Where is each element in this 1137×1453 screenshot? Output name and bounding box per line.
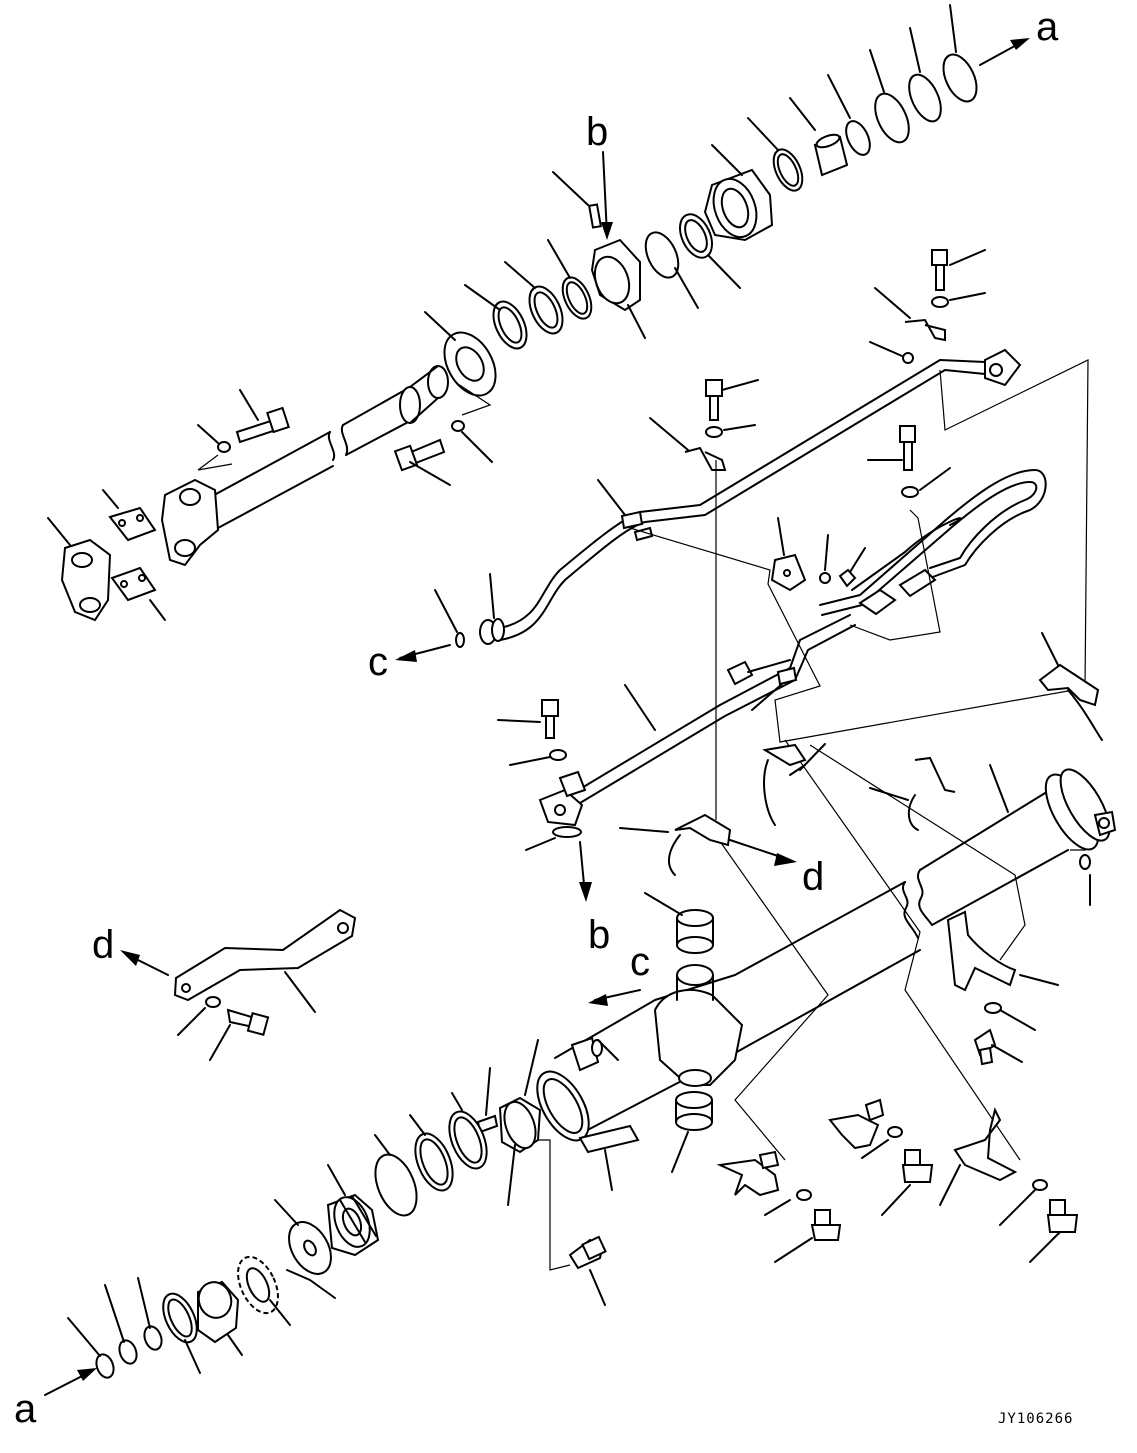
yoke-cap-parts: [47, 489, 166, 622]
bearing-housing: [552, 171, 646, 339]
ref-arrow-c-left: c: [368, 640, 451, 684]
ref-label-d-mid: d: [802, 855, 824, 899]
ref-arrow-b-top: b: [586, 110, 613, 240]
leader-lines: [197, 359, 1101, 1161]
ref-label-b-mid: b: [588, 913, 610, 957]
piston-parts: [67, 1039, 607, 1379]
ref-label-c-mid: c: [630, 940, 650, 984]
large-bearing: [703, 144, 774, 242]
upper-right-rings: [747, 4, 978, 192]
ref-label-a-top: a: [1036, 5, 1059, 49]
main-cylinder: c: [536, 768, 1117, 1191]
hydraulic-pipes: b: [479, 341, 1047, 957]
ref-label-c-left: c: [368, 640, 388, 684]
shaft-bolts: [197, 389, 493, 486]
ref-label-b-top: b: [586, 110, 608, 154]
pipe-clamps-upper: [434, 249, 986, 766]
bracket-arm: d: [92, 908, 357, 1061]
ref-label-a-bottom: a: [14, 1387, 37, 1431]
flange-plate: [424, 311, 497, 397]
upper-seal-rings: [464, 239, 593, 350]
ref-arrow-a-bottom: a: [14, 1368, 97, 1431]
cylinder-clamps: d: [619, 632, 1103, 1066]
ref-label-d-left: d: [92, 923, 114, 967]
ref-arrow-a-top: a: [979, 5, 1059, 66]
upper-shaft: [160, 365, 449, 567]
lower-clamps: [716, 1098, 1079, 1263]
drawing-code: JY106266: [998, 1411, 1073, 1427]
upper-orings: [644, 213, 741, 309]
